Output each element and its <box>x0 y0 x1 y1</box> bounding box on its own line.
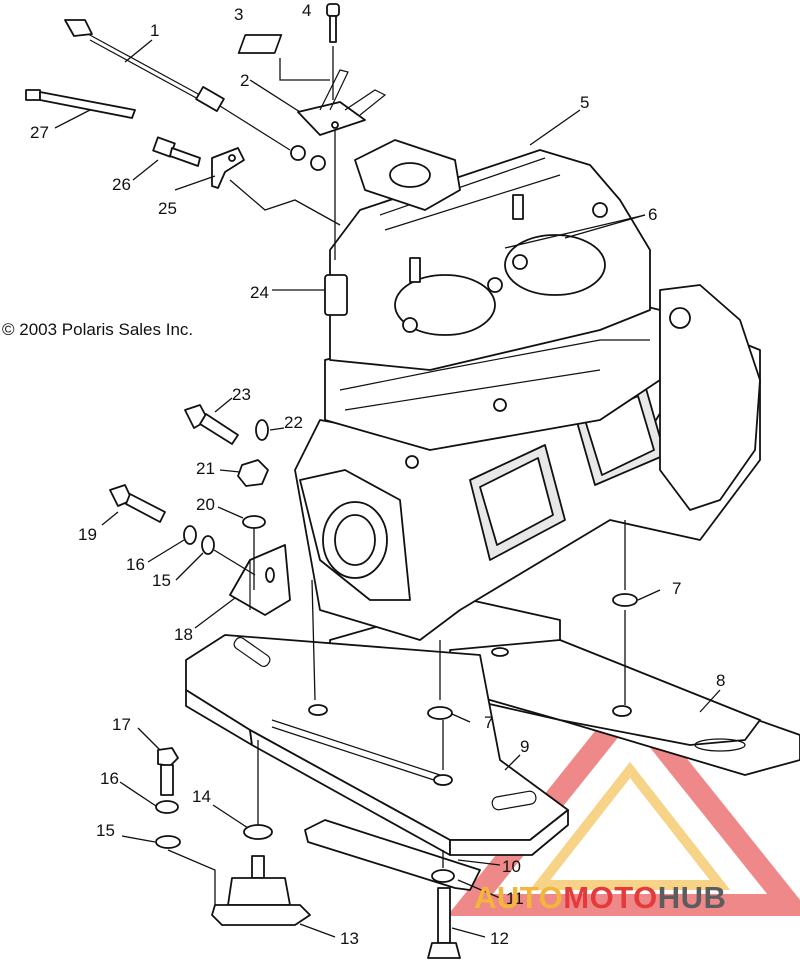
callout-7-right: 7 <box>672 579 682 598</box>
nut-21 <box>237 459 269 487</box>
washer-7-right <box>612 593 638 607</box>
hose-27 <box>25 89 136 119</box>
watermark-hub: HUB <box>657 880 727 915</box>
callout-1: 1 <box>150 21 160 40</box>
screw-4 <box>326 3 340 43</box>
bolt-26 <box>152 136 201 167</box>
washer-15-upper <box>201 535 215 555</box>
callout-2: 2 <box>240 71 250 90</box>
engine-block <box>294 139 761 641</box>
callout-15-lower: 15 <box>96 821 115 840</box>
callout-26: 26 <box>112 175 131 194</box>
washer-16-lower <box>155 800 179 814</box>
bolt-19 <box>109 484 166 523</box>
bolt-12 <box>427 887 461 959</box>
callout-9: 9 <box>520 737 530 756</box>
washer-22 <box>255 419 269 441</box>
callout-8: 8 <box>716 671 726 690</box>
watermark-text: AUTOMOTOHUB <box>474 880 726 916</box>
washer-7-center <box>427 706 453 720</box>
callout-6: 6 <box>648 205 658 224</box>
bracket-25 <box>211 147 245 189</box>
callout-17: 17 <box>112 715 131 734</box>
callout-20: 20 <box>196 495 215 514</box>
callout-23: 23 <box>232 385 251 404</box>
callout-19: 19 <box>78 525 97 544</box>
label-3 <box>237 34 283 54</box>
leader-lines <box>54 39 721 938</box>
washer-11 <box>431 869 455 883</box>
washer-14 <box>243 824 273 840</box>
callout-13: 13 <box>340 929 359 948</box>
callout-16-lower: 16 <box>100 769 119 788</box>
copyright-notice: © 2003 Polaris Sales Inc. <box>2 320 194 339</box>
callout-5: 5 <box>580 93 590 112</box>
washer-20 <box>242 515 266 529</box>
callout-27: 27 <box>30 123 49 142</box>
callout-7-center: 7 <box>484 713 494 732</box>
callout-12: 12 <box>490 929 509 948</box>
callout-15-upper: 15 <box>152 571 171 590</box>
engine-mount-13 <box>211 855 311 926</box>
cable-1 <box>64 19 326 171</box>
bolt-23 <box>184 404 239 445</box>
callout-25: 25 <box>158 199 177 218</box>
washer-15-lower <box>155 835 181 849</box>
watermark-auto: AUTO <box>474 880 564 915</box>
washer-16-upper <box>183 525 197 545</box>
callout-21: 21 <box>196 459 215 478</box>
bracket-2 <box>297 69 387 136</box>
callout-14: 14 <box>192 787 211 806</box>
bracket-18 <box>229 544 291 616</box>
callout-18: 18 <box>174 625 193 644</box>
watermark-moto: MOTO <box>563 880 658 915</box>
callout-4: 4 <box>302 1 312 20</box>
callout-3: 3 <box>234 5 244 24</box>
callout-11: 11 <box>506 889 524 908</box>
bolt-17 <box>157 747 179 796</box>
callout-10: 10 <box>502 857 521 876</box>
callout-22: 22 <box>284 413 303 432</box>
mounting-plate-9 <box>185 634 569 856</box>
callout-24: 24 <box>250 283 269 302</box>
callout-16-upper: 16 <box>126 555 145 574</box>
